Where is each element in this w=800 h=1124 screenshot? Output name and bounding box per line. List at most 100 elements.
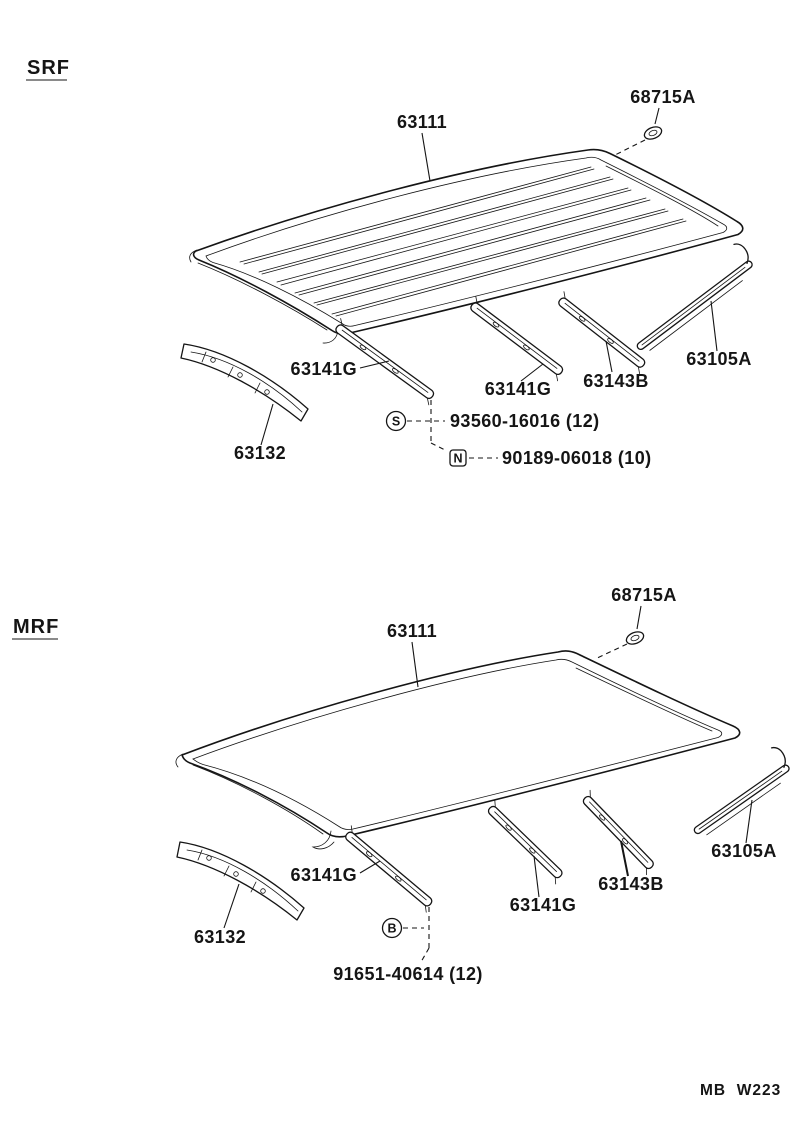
hole bbox=[237, 372, 243, 378]
roof-reinforcement-no2 bbox=[470, 296, 564, 382]
leader-63105a bbox=[745, 799, 753, 844]
part-label-63111-srf: 63111 bbox=[397, 112, 447, 132]
leader-63141g-no2 bbox=[533, 855, 540, 898]
roof-side-rail bbox=[636, 243, 753, 351]
srf-section: SRF bbox=[26, 57, 753, 468]
srf-roof-panel bbox=[189, 148, 744, 344]
part-label-63141g-no1-mrf: 63141G bbox=[291, 865, 357, 885]
part-label-63132-mrf: 63132 bbox=[194, 927, 246, 947]
slot bbox=[578, 315, 586, 322]
part-label-68715a-srf: 68715A bbox=[630, 87, 695, 107]
leader-63111 bbox=[411, 641, 419, 688]
leader-68715a bbox=[654, 107, 660, 125]
roof-side-rail bbox=[693, 746, 790, 836]
header-detail bbox=[190, 351, 303, 413]
part-label-63141g-no1-srf: 63141G bbox=[291, 359, 357, 379]
part-label-68715a-mrf: 68715A bbox=[611, 585, 676, 605]
part-label-63132-srf: 63132 bbox=[234, 443, 286, 463]
reinforcement-detail bbox=[350, 825, 427, 913]
slot bbox=[492, 321, 500, 328]
slot bbox=[523, 344, 530, 351]
clip-body bbox=[625, 631, 645, 645]
nut-marker-box bbox=[449, 449, 467, 467]
bolt-marker-letter: B bbox=[387, 922, 396, 936]
roof-reinforcement-no3 bbox=[582, 789, 654, 876]
slot bbox=[366, 851, 373, 858]
mrf-roof-panel bbox=[175, 650, 741, 850]
part-label-63141g-no2-srf: 63141G bbox=[485, 379, 551, 399]
roof-panel-flange-line bbox=[575, 667, 713, 732]
leader-63143b bbox=[620, 840, 629, 877]
reinforcement-detail bbox=[494, 799, 557, 885]
roof-clip bbox=[625, 631, 645, 645]
roof-panel-front-band bbox=[197, 262, 328, 331]
leader-63132 bbox=[223, 883, 240, 929]
front-header-panel bbox=[176, 841, 305, 921]
leader-68715a bbox=[636, 605, 642, 630]
part-label-63111-mrf: 63111 bbox=[387, 621, 437, 641]
part-label-63143b-srf: 63143B bbox=[583, 371, 648, 391]
rail-hook bbox=[733, 243, 749, 265]
footer-plate-code: MB W223 bbox=[700, 1082, 781, 1099]
roof-reinforcement-no3 bbox=[558, 291, 646, 374]
leader-63141g-no1 bbox=[359, 360, 390, 369]
clip-hole bbox=[648, 129, 658, 137]
screw-marker-circle bbox=[385, 410, 407, 432]
rail-hook bbox=[770, 746, 786, 768]
leader-63141g-no1 bbox=[359, 860, 381, 874]
reinforcement-body bbox=[487, 805, 563, 879]
reinforcement-detail bbox=[340, 318, 430, 406]
front-header-panel bbox=[180, 343, 309, 422]
reinforcement-detail bbox=[589, 789, 649, 876]
hole bbox=[233, 871, 239, 877]
clip-hole bbox=[630, 634, 640, 642]
bolt-marker: B bbox=[381, 917, 403, 939]
leader-63132 bbox=[260, 403, 274, 446]
slot bbox=[599, 814, 606, 821]
screw-marker: S bbox=[385, 410, 407, 432]
fastener-dashed-lines bbox=[407, 400, 498, 459]
roof-panel-front-band bbox=[192, 764, 324, 835]
part-label-nut: 90189-06018 (10) bbox=[502, 448, 652, 468]
part-label-63141g-no2-mrf: 63141G bbox=[510, 895, 576, 915]
roof-panel-left-tip bbox=[189, 249, 198, 263]
leader-63143b bbox=[605, 340, 613, 373]
rail-detail bbox=[641, 266, 746, 351]
dashed-leader-68715a bbox=[612, 139, 646, 157]
hole bbox=[210, 357, 216, 363]
nut-marker-letter: N bbox=[453, 452, 462, 466]
roof-ribs bbox=[239, 166, 687, 317]
screw-marker-letter: S bbox=[392, 415, 400, 429]
section-title-srf: SRF bbox=[27, 57, 70, 79]
roof-reinforcement-no2 bbox=[487, 799, 563, 885]
leader-63141g-no2 bbox=[520, 363, 544, 382]
section-title-mrf: MRF bbox=[13, 616, 59, 638]
slot bbox=[359, 344, 367, 351]
roof-panel-outline bbox=[192, 148, 744, 335]
roof-panel-outline bbox=[181, 650, 741, 838]
leader-63105a bbox=[710, 300, 718, 352]
slot bbox=[392, 368, 399, 374]
part-label-63105a-mrf: 63105A bbox=[711, 841, 776, 861]
dashed-leader-68715a bbox=[594, 643, 628, 660]
nut-marker: N bbox=[449, 449, 467, 467]
part-label-63143b-mrf: 63143B bbox=[598, 874, 663, 894]
slot bbox=[622, 838, 629, 845]
roof-clip bbox=[643, 126, 663, 140]
roof-panel-left-tip bbox=[175, 753, 184, 768]
reinforcement-detail bbox=[563, 291, 640, 374]
rail-detail bbox=[698, 770, 783, 836]
roof-panel-inner-line bbox=[192, 658, 723, 830]
hole bbox=[206, 855, 212, 861]
roof-panel-flange-line bbox=[605, 165, 719, 227]
hole bbox=[264, 389, 270, 395]
slot bbox=[505, 824, 512, 831]
header-body bbox=[180, 343, 309, 422]
roof-reinforcement-no1 bbox=[345, 825, 433, 913]
reinforcement-detail bbox=[475, 296, 559, 382]
header-detail bbox=[186, 849, 299, 912]
mrf-section: MRF bbox=[12, 585, 790, 984]
bolt-marker-circle bbox=[381, 917, 403, 939]
